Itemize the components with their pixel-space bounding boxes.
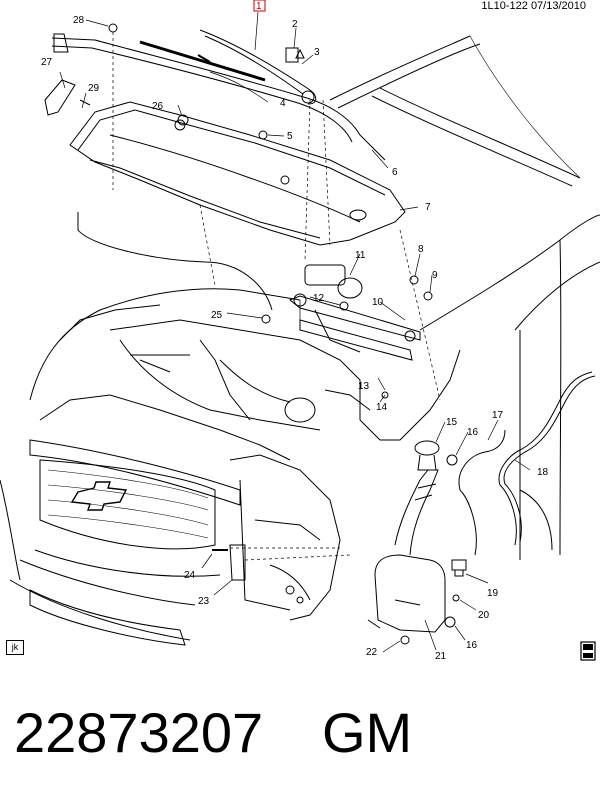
bowtie-emblem	[70, 481, 128, 511]
leader-lines	[59, 11, 531, 653]
callout-6: 6	[392, 167, 398, 178]
callout-28: 28	[73, 15, 85, 26]
wiper-arm	[51, 29, 386, 161]
callout-17: 17	[492, 410, 504, 421]
callout-20: 20	[478, 610, 490, 621]
exploded-view-drawing: 1 2 3 4 5 6 7 8 9 10 11 12 13 14 15 16 1…	[0, 0, 600, 662]
callout-16-lower: 16	[466, 640, 478, 651]
brand-name: GM	[322, 701, 413, 764]
callout-1-box	[253, 0, 266, 12]
callout-labels: 1 2 3 4 5 6 7 8 9 10 11 12 13 14 15 16 1…	[41, 1, 549, 662]
callout-25: 25	[211, 310, 223, 321]
washer-hoses	[451, 371, 596, 577]
callout-26: 26	[152, 101, 164, 112]
callout-22: 22	[366, 647, 378, 658]
cowl-panel	[69, 101, 406, 246]
book-icon	[580, 641, 596, 661]
callout-4: 4	[280, 98, 286, 109]
diagram-code: 1L10-122	[481, 0, 528, 12]
callout-1: 1	[256, 1, 262, 12]
diagram-header: 1L10-122 07/13/2010	[481, 0, 586, 12]
front-grille	[0, 439, 241, 646]
callout-5: 5	[287, 131, 293, 142]
callout-27: 27	[41, 57, 53, 68]
diagram-date: 07/13/2010	[530, 0, 586, 12]
callout-21: 21	[435, 651, 447, 662]
washer-fluid-reservoir	[367, 440, 446, 633]
callout-13: 13	[358, 381, 370, 392]
callout-29: 29	[88, 83, 100, 94]
right-fender-outline	[419, 214, 600, 560]
callout-18: 18	[537, 467, 549, 478]
callout-11: 11	[355, 250, 366, 261]
callout-15: 15	[446, 417, 458, 428]
washer-hose-upper	[77, 212, 273, 311]
callout-19: 19	[487, 588, 499, 599]
callout-7: 7	[425, 202, 431, 213]
engine-bay-body	[29, 288, 461, 461]
windshield-outline	[329, 35, 581, 187]
callout-2: 2	[292, 19, 298, 30]
callout-16-upper: 16	[467, 427, 479, 438]
wiper-motor-linkage	[289, 264, 421, 361]
radiator-support	[229, 454, 341, 621]
callout-10: 10	[372, 297, 384, 308]
callout-9: 9	[432, 270, 438, 281]
callout-12: 12	[313, 293, 325, 304]
callout-14: 14	[376, 402, 388, 413]
callout-3: 3	[314, 47, 320, 58]
callout-24: 24	[184, 570, 196, 581]
part-number: 22873207	[14, 701, 264, 764]
callout-8: 8	[418, 244, 424, 255]
corner-tag: jk	[6, 640, 24, 655]
callout-23: 23	[198, 596, 210, 607]
